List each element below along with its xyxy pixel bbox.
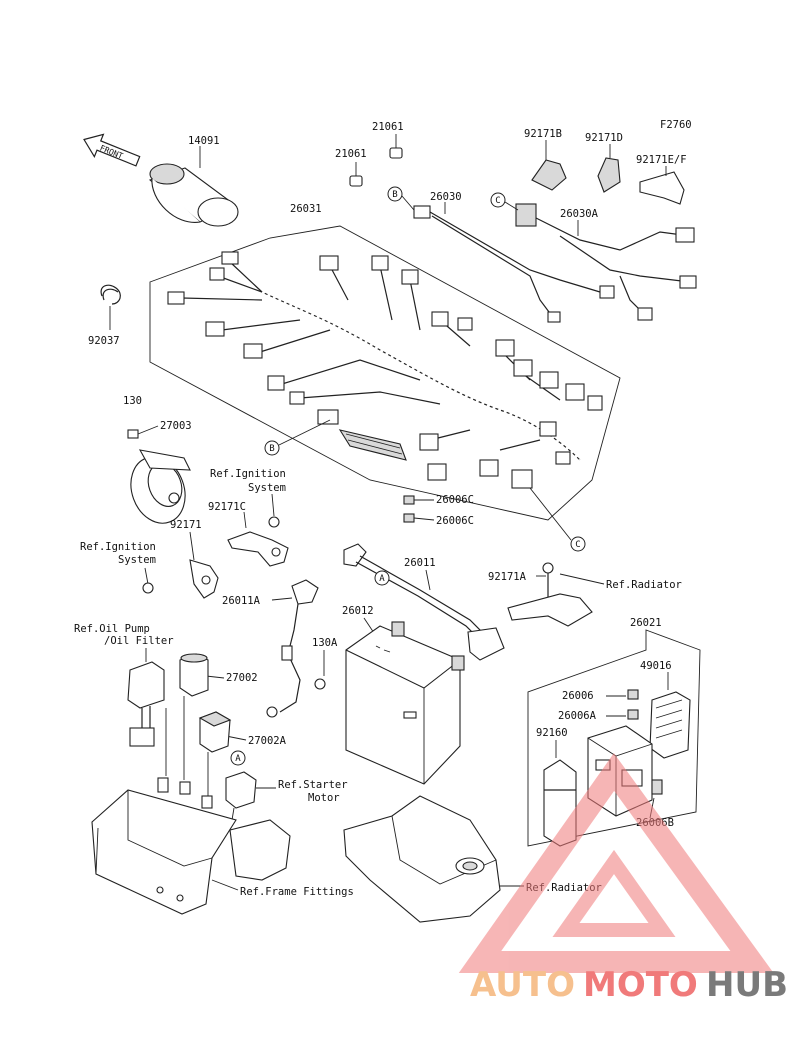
part-26031-main-harness [167, 251, 603, 489]
svg-text:C: C [495, 196, 500, 206]
part-oilpump-relay [127, 661, 165, 747]
part-lower-cover [343, 795, 501, 923]
front-arrow-icon: FRONT [83, 133, 141, 167]
label-92160: 92160 [536, 727, 568, 739]
label-26006c-1: 26006C [436, 494, 474, 506]
part-92171b-clamp [531, 159, 567, 191]
main-harness-outline [149, 225, 621, 521]
part-26006b-fuse [651, 779, 663, 795]
label-27002: 27002 [226, 672, 258, 684]
callout-a-starter: A [230, 750, 246, 766]
part-26030a-subharness [515, 203, 697, 321]
label-92171a: 92171A [488, 571, 527, 583]
ref-ignition-2-line2: System [118, 554, 156, 566]
part-14091-cover [148, 163, 239, 227]
ref-ignition-1-line2: System [248, 482, 286, 494]
watermark-triangle-logo [458, 753, 774, 973]
callout-b-mid: B [264, 440, 280, 456]
svg-text:B: B [269, 444, 274, 454]
label-130a: 130A [312, 637, 338, 649]
ref-oilpump-line2: /Oil Filter [104, 635, 174, 647]
part-26006c-fuses [403, 495, 415, 523]
ref-starter-line2: Motor [308, 792, 340, 804]
part-26012-battery [345, 621, 465, 785]
part-92171ef-clamp [639, 171, 685, 205]
ref-radiator-1: Ref.Radiator [606, 579, 682, 591]
part-27002a-relay [198, 711, 232, 800]
svg-text:A: A [235, 754, 241, 764]
part-27002-relay [165, 653, 209, 780]
part-battery-tray [91, 777, 291, 915]
label-14091: 14091 [188, 135, 220, 147]
label-92171ef: 92171E/F [636, 154, 687, 166]
label-26030a: 26030A [560, 208, 599, 220]
label-26006a: 26006A [558, 710, 597, 722]
part-26011a-cable [266, 579, 319, 718]
part-92037-band [100, 284, 121, 305]
label-26012: 26012 [342, 605, 374, 617]
callout-a-cable: A [374, 570, 390, 586]
label-92171: 92171 [170, 519, 202, 531]
callout-c-mid: C [570, 536, 586, 552]
watermark-auto: AUTO [470, 965, 575, 1005]
label-27003: 27003 [160, 420, 192, 432]
ref-oilpump-line1: Ref.Oil Pump [74, 623, 150, 635]
watermark-moto: MOTO [583, 965, 698, 1005]
part-92171c-bracket [227, 516, 289, 567]
ref-ignition-1-line1: Ref.Ignition [210, 468, 286, 480]
label-26011a: 26011A [222, 595, 261, 607]
svg-text:A: A [379, 574, 385, 584]
part-92171d-clamp [597, 157, 621, 193]
part-26030-subharness [413, 205, 615, 323]
label-130: 130 [123, 395, 142, 407]
callout-b-top: B [387, 186, 403, 202]
label-21061-b: 21061 [335, 148, 367, 160]
label-26030: 26030 [430, 191, 462, 203]
label-92171d: 92171D [585, 132, 623, 144]
figure-code: F2760 [660, 119, 692, 131]
fusebox-outline [527, 629, 701, 847]
svg-text:B: B [392, 190, 397, 200]
ref-starter-line1: Ref.Starter [278, 779, 348, 791]
ref-ignition-2-line1: Ref.Ignition [80, 541, 156, 553]
label-26011: 26011 [404, 557, 436, 569]
svg-text:C: C [575, 540, 580, 550]
part-26006-fuses [627, 689, 639, 720]
label-27002a: 27002A [248, 735, 287, 747]
callout-c-top: C [490, 192, 506, 208]
part-27003-horn [127, 429, 191, 524]
label-26006: 26006 [562, 690, 594, 702]
watermark-hub: HUB [706, 965, 788, 1005]
part-92171a-bracket [507, 562, 593, 627]
ref-frame-fittings: Ref.Frame Fittings [240, 886, 354, 898]
label-26021: 26021 [630, 617, 662, 629]
label-21061-a: 21061 [372, 121, 404, 133]
part-starter-relay [225, 771, 257, 821]
part-92171-bracket [142, 559, 219, 599]
label-49016: 49016 [640, 660, 672, 672]
label-92171b: 92171B [524, 128, 562, 140]
part-49016-cover [649, 691, 691, 759]
part-130a-bolt [314, 678, 326, 690]
label-92171c: 92171C [208, 501, 246, 513]
label-92037: 92037 [88, 335, 120, 347]
label-26006c-2: 26006C [436, 515, 474, 527]
label-26031: 26031 [290, 203, 322, 215]
